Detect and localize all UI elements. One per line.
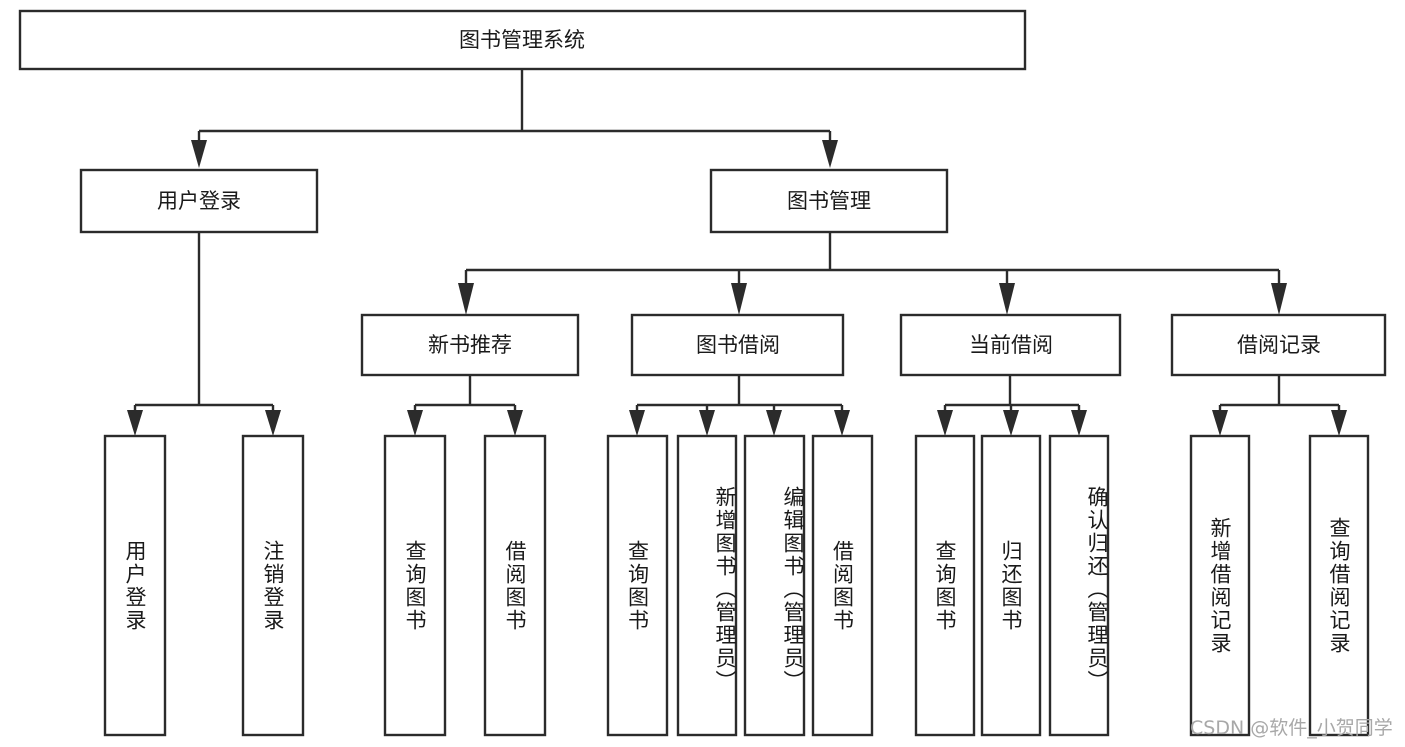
leaf-box-query-book-2[interactable]	[606, 434, 669, 737]
arrow-head-leaf-logout-login	[265, 410, 281, 436]
leaf-box-query-book-1[interactable]	[383, 434, 447, 737]
leaf-box-edit-book[interactable]	[743, 434, 806, 737]
leaf-box-add-borrow-record[interactable]	[1189, 434, 1251, 737]
connector-group-borrowrecord-to-leaves	[1212, 375, 1347, 436]
connector-group-root-to-level2	[191, 69, 838, 168]
leaf-box-query-borrow-record[interactable]	[1308, 434, 1370, 737]
node-borrow-record-box[interactable]	[1170, 313, 1387, 377]
node-user-login-label: 用户登录	[157, 189, 241, 213]
node-root-box[interactable]	[18, 9, 1027, 71]
node-borrow-record[interactable]: 借阅记录	[1170, 313, 1387, 377]
node-root-label: 图书管理系统	[459, 28, 585, 52]
arrow-head-borrow-record	[1271, 283, 1287, 315]
arrow-head-book-borrow	[731, 283, 747, 315]
arrow-head-leaf-return-book	[1003, 410, 1019, 436]
node-book-manage-label: 图书管理	[787, 189, 871, 213]
leaf-box-borrow-book-1[interactable]	[483, 434, 547, 737]
node-new-book-recommend-box[interactable]	[360, 313, 580, 377]
arrow-head-leaf-query-book-1	[407, 410, 423, 436]
connector-group-bookborrow-to-leaves	[629, 375, 850, 436]
arrow-head-leaf-query-book-2	[629, 410, 645, 436]
connector-group-userlogin-to-leaves	[127, 232, 281, 436]
leaf-box-confirm-return[interactable]	[1048, 434, 1110, 737]
leaf-box-logout-login[interactable]	[241, 434, 305, 737]
arrow-head-leaf-borrow-book-1	[507, 410, 523, 436]
node-book-manage[interactable]: 图书管理	[709, 168, 949, 234]
arrow-head-leaf-confirm-return	[1071, 410, 1087, 436]
node-borrow-record-label: 借阅记录	[1237, 333, 1321, 357]
node-new-book-recommend-label: 新书推荐	[428, 333, 512, 357]
node-user-login-box[interactable]	[79, 168, 319, 234]
arrow-head-leaf-borrow-book-2	[834, 410, 850, 436]
node-current-borrow-box[interactable]	[899, 313, 1122, 377]
node-book-borrow[interactable]: 图书借阅	[630, 313, 845, 377]
node-root[interactable]: 图书管理系统	[18, 9, 1027, 71]
arrow-head-user-login	[191, 140, 207, 168]
leaf-box-return-book[interactable]	[980, 434, 1042, 737]
arrow-head-leaf-add-borrow-record	[1212, 410, 1228, 436]
connector-group-bookmanage-to-level3	[458, 232, 1287, 315]
arrow-head-current-borrow	[999, 283, 1015, 315]
node-new-book-recommend[interactable]: 新书推荐	[360, 313, 580, 377]
node-user-login[interactable]: 用户登录	[79, 168, 319, 234]
arrow-head-leaf-query-book-3	[937, 410, 953, 436]
leaf-box-add-book[interactable]	[676, 434, 738, 737]
watermark-text: CSDN @软件_小贺同学	[1190, 717, 1393, 739]
node-book-manage-box[interactable]	[709, 168, 949, 234]
leaf-box-query-book-3[interactable]	[914, 434, 976, 737]
arrow-head-leaf-user-login	[127, 410, 143, 436]
arrow-head-new-book-recommend	[458, 283, 474, 315]
node-book-borrow-label: 图书借阅	[696, 333, 780, 357]
leaf-box-user-login[interactable]	[103, 434, 167, 737]
leaf-box-borrow-book-2[interactable]	[811, 434, 874, 737]
node-book-borrow-box[interactable]	[630, 313, 845, 377]
arrow-head-leaf-add-book	[699, 410, 715, 436]
connector-group-newbook-to-leaves	[407, 375, 523, 436]
arrow-head-leaf-query-borrow-record	[1331, 410, 1347, 436]
arrow-head-book-manage	[822, 140, 838, 168]
node-current-borrow[interactable]: 当前借阅	[899, 313, 1122, 377]
connector-group-currentborrow-to-leaves	[937, 375, 1087, 436]
node-current-borrow-label: 当前借阅	[969, 333, 1053, 357]
arrow-head-leaf-edit-book	[766, 410, 782, 436]
